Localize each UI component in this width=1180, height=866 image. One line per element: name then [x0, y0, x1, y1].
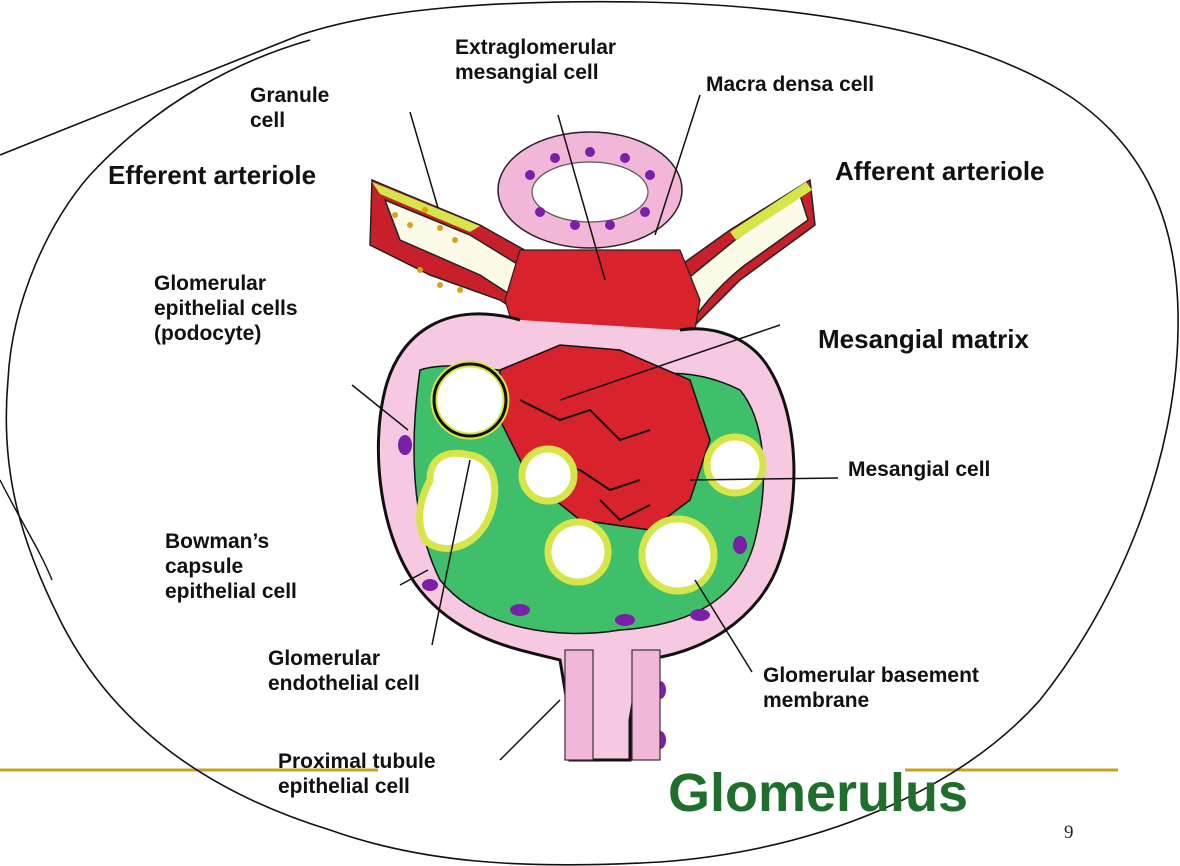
- outline-left-edge: [0, 480, 52, 580]
- label-macra-densa-cell: Macra densa cell: [706, 73, 874, 98]
- label-efferent-arteriole: Efferent arteriole: [108, 160, 316, 191]
- label-mesangial-cell: Mesangial cell: [848, 458, 990, 483]
- label-afferent-arteriole: Afferent arteriole: [835, 156, 1045, 187]
- page-number: 9: [1064, 822, 1074, 844]
- label-mesangial-matrix: Mesangial matrix: [818, 324, 1029, 355]
- slide-title: Glomerulus: [668, 762, 968, 824]
